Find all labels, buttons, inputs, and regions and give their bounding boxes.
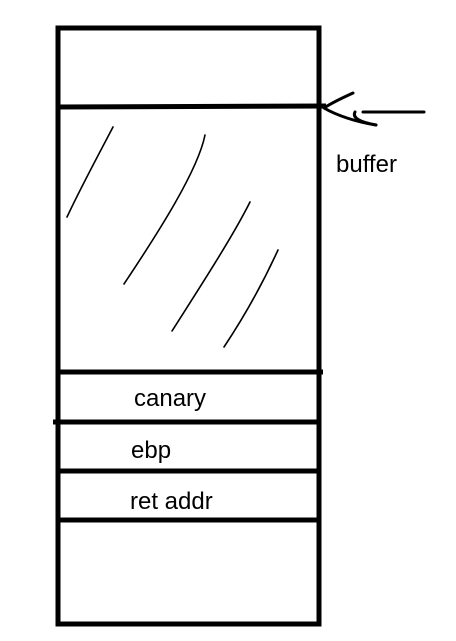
stack-frame xyxy=(55,25,322,627)
buffer-top-line xyxy=(55,103,327,110)
ebp-label: ebp xyxy=(131,437,171,464)
arrow-icon xyxy=(322,91,426,127)
ret-addr-label: ret addr xyxy=(130,488,213,515)
canary-label: canary xyxy=(134,385,206,412)
buffer-label: buffer xyxy=(336,151,397,178)
buffer-hatching xyxy=(66,126,279,348)
